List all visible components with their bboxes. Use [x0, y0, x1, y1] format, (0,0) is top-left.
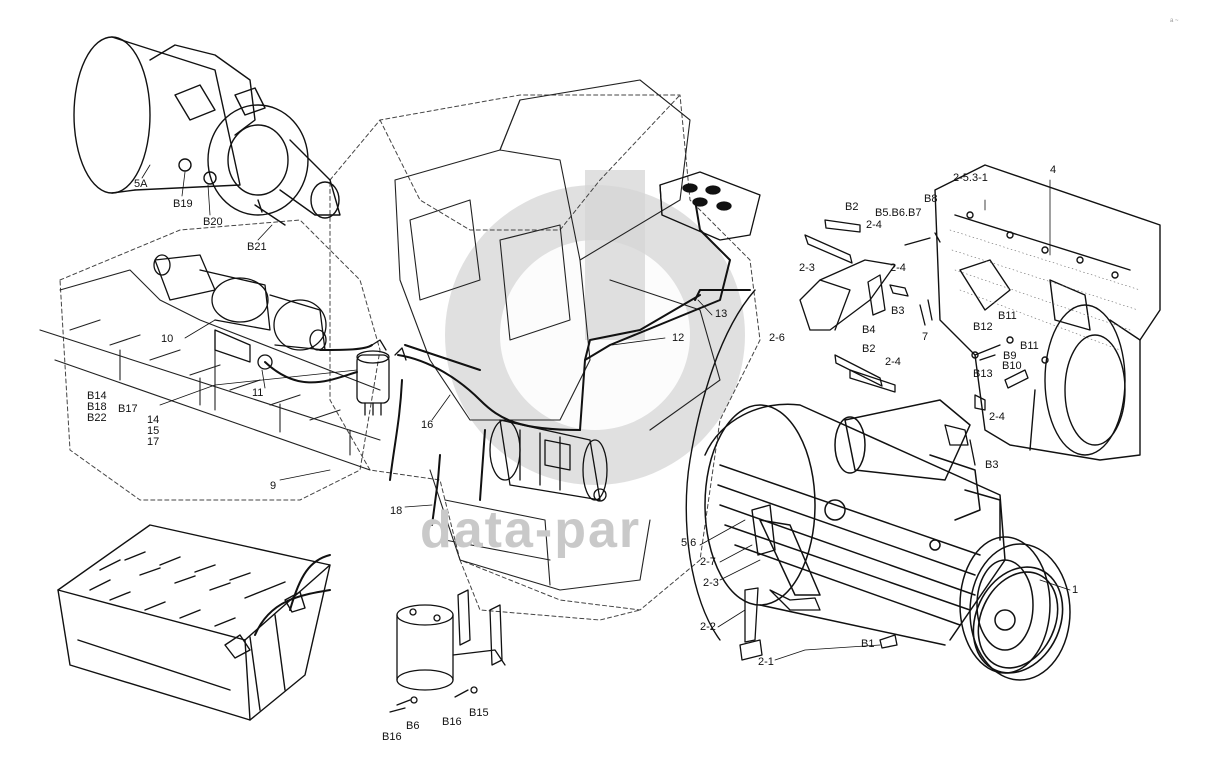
callout-2-3-upper: 2-3 [799, 262, 815, 274]
callout-B14: B14 [87, 390, 107, 402]
callout-12: 12 [672, 332, 685, 344]
engine-starter-mid [489, 419, 608, 502]
clamp-and-bolts [739, 219, 1029, 661]
callout-B2-upper: B2 [845, 201, 859, 213]
callout-4: 4 [1050, 164, 1057, 176]
tractor-cab [394, 79, 721, 591]
callout-B22: B22 [87, 412, 107, 424]
leader-lines [141, 164, 1071, 661]
callout-B9: B9 [1003, 350, 1017, 362]
watermark-text: data-par [420, 501, 642, 559]
callout-B10: B10 [1002, 360, 1022, 372]
callout-2-4-upper: 2-4 [866, 219, 882, 231]
callout-2-4-lower: 2-4 [989, 411, 1005, 423]
callout-2-2: 2-2 [700, 621, 716, 633]
callout-2-6: 2-6 [769, 332, 785, 344]
callout-B11-lower: B11 [1020, 340, 1039, 352]
flywheel-housing-4 [934, 164, 1161, 461]
starter-motor-5A [73, 36, 341, 226]
chassis-frame [39, 269, 381, 471]
callout-13: 13 [715, 308, 728, 320]
callout-B5-B6-B7: B5.B6.B7 [875, 207, 922, 219]
callout-10: 10 [161, 333, 174, 345]
solenoid-unit-10 [153, 254, 327, 370]
callout-B15: B15 [469, 707, 489, 719]
callout-16: 16 [421, 419, 434, 431]
callout-9: 9 [270, 480, 277, 492]
callout-B6: B6 [406, 720, 420, 732]
callout-17: 17 [147, 436, 160, 448]
corner-mark: a ~ [1170, 18, 1179, 24]
tractor-body-outline [59, 94, 761, 621]
capacitor-bracket-assembly [389, 589, 506, 713]
callout-B8: B8 [924, 193, 938, 205]
callout-B11-upper: B11 [998, 310, 1017, 322]
callout-18: 18 [390, 505, 403, 517]
callout-B3-lower: B3 [985, 459, 999, 471]
callout-B21: B21 [247, 241, 267, 253]
callout-2-3-lower: 2-3 [703, 577, 719, 589]
callout-B16-right: B16 [442, 716, 462, 728]
relay-component [356, 339, 407, 416]
gasket-ring-1 [972, 566, 1064, 674]
callout-B20: B20 [203, 216, 223, 228]
callout-B18: B18 [87, 401, 107, 413]
callout-2-1: 2-1 [758, 656, 774, 668]
callout-B16-left: B16 [382, 731, 402, 743]
callout-B12: B12 [973, 321, 993, 333]
callout-B17: B17 [118, 403, 138, 415]
callout-15: 15 [147, 425, 160, 437]
callout-B13: B13 [973, 368, 993, 380]
callout-7: 7 [922, 331, 929, 343]
battery [57, 524, 331, 721]
callout-1: 1 [1072, 584, 1079, 596]
callout-2-4-mid: 2-4 [885, 356, 901, 368]
callout-2-7: 2-7 [700, 556, 716, 568]
callout-11: 11 [252, 387, 264, 399]
switch-panel [659, 171, 761, 241]
hose-strap [685, 289, 776, 641]
callout-14: 14 [147, 414, 160, 426]
callout-2-4-right: 2-4 [890, 262, 906, 274]
callout-B19: B19 [173, 198, 193, 210]
callout-B3-upper: B3 [891, 305, 905, 317]
callout-B1: B1 [861, 638, 875, 650]
watermark-logo [445, 170, 745, 485]
callout-5-6: 5.6 [681, 537, 697, 549]
callout-B2-lower: B2 [862, 343, 876, 355]
callout-B4: B4 [862, 324, 876, 336]
wiring-harness [254, 199, 751, 636]
callout-2-5-3-1: 2-5.3-1 [953, 172, 988, 184]
callout-5A: 5A [134, 178, 148, 190]
